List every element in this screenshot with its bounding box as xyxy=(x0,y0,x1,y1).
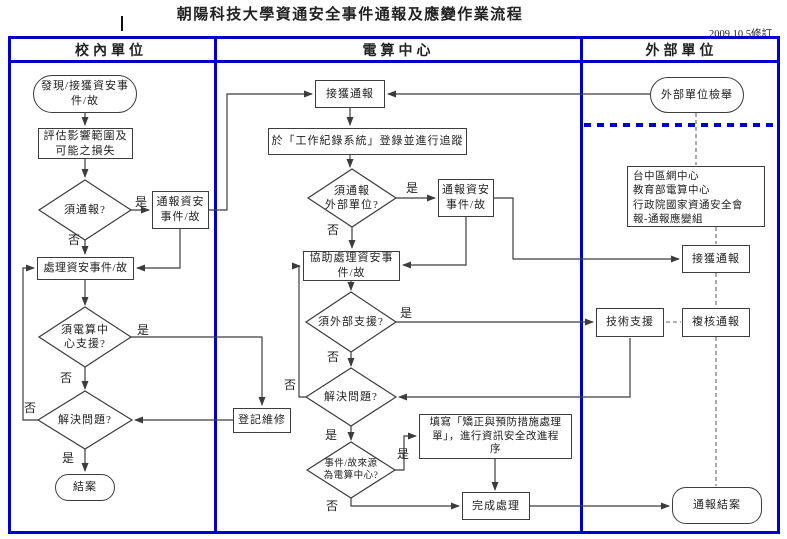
node-complete-handling: 完成處理 xyxy=(462,492,530,520)
edge-label-no: 否 xyxy=(327,350,340,364)
text-cursor-mark xyxy=(121,16,123,31)
edge-label-yes: 是 xyxy=(137,323,150,337)
node-discover-incident: 發現/接獲資安事 件/故 xyxy=(33,75,137,113)
node-tech-support: 技術支援 xyxy=(596,308,664,337)
revision-date: 2009.10.5修訂 xyxy=(709,29,772,40)
lane-header-campus: 校內單位 xyxy=(75,44,147,59)
decision-need-report-external-label: 須通報 外部單位? xyxy=(325,184,379,211)
lane-header-computer-center: 電算中心 xyxy=(362,44,435,59)
node-assist-handle-incident: 協助處理資安事 件/故 xyxy=(303,251,400,281)
node-handle-incident: 處理資安事件/故 xyxy=(37,257,134,280)
decision-solve-problem-campus-label: 解決問題? xyxy=(58,413,112,426)
node-report-incident-cc: 通報資安 事件/故 xyxy=(438,179,494,217)
node-review-report: 複核通報 xyxy=(682,308,750,337)
decision-need-cc-support-label: 須電算中 心支援? xyxy=(61,323,109,350)
edge-label-no: 否 xyxy=(326,499,339,513)
node-register-and-track: 於「工作紀錄系統」登錄並進行追蹤 xyxy=(268,128,467,155)
lane-separator-2 xyxy=(580,36,583,534)
page-title: 朝陽科技大學資通安全事件通報及應變作業流程 xyxy=(176,7,524,23)
decision-need-report-label: 須通報? xyxy=(64,203,106,216)
edge-label-no: 否 xyxy=(68,233,81,247)
node-register-repair: 登記維修 xyxy=(233,408,291,433)
edge-label-yes: 是 xyxy=(62,451,75,465)
decision-solve-problem-cc-label: 解決問題? xyxy=(324,390,378,403)
node-close-case: 結案 xyxy=(55,474,115,501)
lane-separator-1 xyxy=(214,36,217,534)
node-report-closed: 通報結案 xyxy=(672,487,762,524)
edge-label-yes: 是 xyxy=(325,428,338,442)
edge-label-yes: 是 xyxy=(397,447,410,461)
edge-label-no: 否 xyxy=(24,401,37,415)
lane-header-external: 外部單位 xyxy=(645,44,718,59)
decision-need-external-support-label: 須外部支援? xyxy=(318,315,384,328)
edge-label-no: 否 xyxy=(60,371,73,385)
edge-label-no: 否 xyxy=(284,378,297,392)
node-report-incident-campus: 通報資安 事件/故 xyxy=(152,191,209,229)
edge-label-yes: 是 xyxy=(406,181,419,195)
edge-label-yes: 是 xyxy=(400,306,413,320)
node-receive-report-ext: 接獲通報 xyxy=(682,245,750,273)
edge-label-yes: 是 xyxy=(135,195,148,209)
node-assess-impact: 評估影響範圍及 可能之損失 xyxy=(38,128,133,159)
node-receive-report-cc: 接獲通報 xyxy=(315,80,385,108)
decision-incident-from-cc-label: 事件/故來源 為電算中心? xyxy=(323,458,379,481)
node-fill-corrective-form: 填寫「矯正與預防措施處理 單」，進行資訊安全改進程 序 xyxy=(419,414,572,459)
swimlane-frame xyxy=(8,36,780,534)
edge-label-no: 否 xyxy=(327,223,340,237)
node-external-units-list: 台中區網中心 教育部電算中心 行政院國家資通安全會 報-通報應變組 xyxy=(627,166,765,227)
header-row-separator xyxy=(8,60,780,63)
node-external-report: 外部單位檢舉 xyxy=(650,77,744,113)
